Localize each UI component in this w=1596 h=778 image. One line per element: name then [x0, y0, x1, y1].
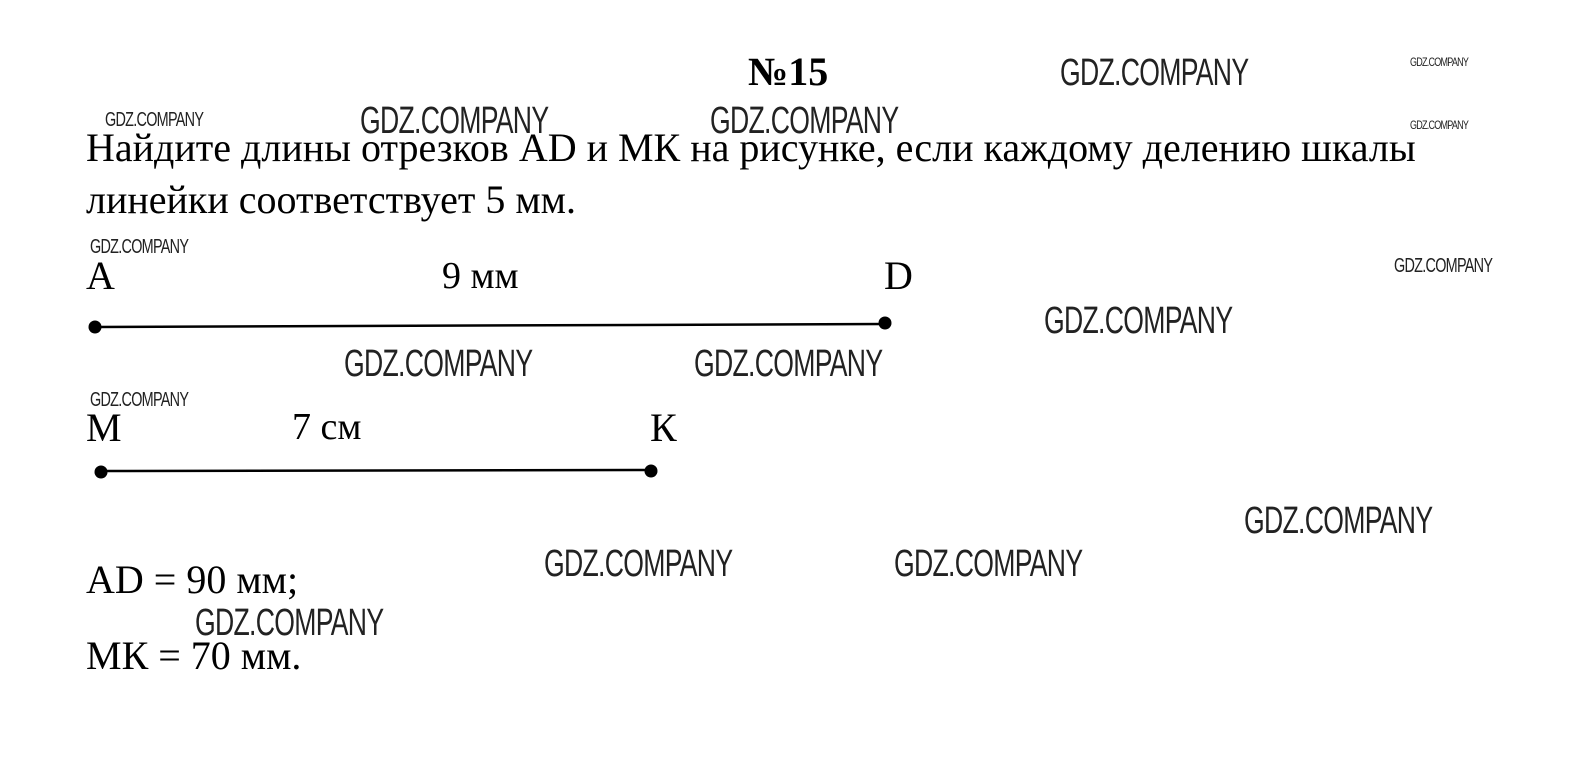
watermark: GDZ.COMPANY: [195, 602, 384, 644]
segment-mk: [94, 464, 658, 479]
problem-text-line-2: линейки соответствует 5 мм.: [86, 177, 576, 222]
segment-ad-line: [94, 322, 886, 329]
endpoint-d: [878, 316, 892, 330]
point-label-m: М: [86, 405, 122, 450]
point-label-a: A: [86, 253, 115, 298]
watermark: GDZ.COMPANY: [90, 236, 189, 258]
watermark: GDZ.COMPANY: [710, 100, 899, 142]
segment-ad: [88, 316, 892, 334]
watermark: GDZ.COMPANY: [894, 543, 1083, 585]
watermark: GDZ.COMPANY: [1060, 52, 1249, 94]
point-label-d: D: [884, 253, 913, 298]
watermark: GDZ.COMPANY: [105, 109, 204, 131]
watermark: GDZ.COMPANY: [1410, 55, 1469, 69]
answer-mk: МК = 70 мм.: [86, 633, 302, 678]
watermark: GDZ.COMPANY: [344, 343, 533, 385]
watermark: GDZ.COMPANY: [90, 389, 189, 411]
endpoint-k: [644, 464, 658, 478]
watermark: GDZ.COMPANY: [1410, 118, 1469, 132]
measure-label-mk: 7 см: [292, 406, 362, 448]
watermark: GDZ.COMPANY: [694, 343, 883, 385]
segment-mk-line: [100, 468, 652, 473]
watermark: GDZ.COMPANY: [360, 100, 549, 142]
point-label-k: К: [650, 405, 677, 450]
problem-text-line-1: Найдите длины отрезков AD и МК на рисунк…: [86, 125, 1416, 170]
watermark: GDZ.COMPANY: [1044, 300, 1233, 342]
endpoint-m: [94, 465, 108, 479]
watermark: GDZ.COMPANY: [544, 543, 733, 585]
watermark: GDZ.COMPANY: [1244, 500, 1433, 542]
endpoint-a: [88, 320, 102, 334]
measure-label-ad: 9 мм: [442, 255, 519, 297]
watermark: GDZ.COMPANY: [1394, 255, 1493, 277]
problem-number: №15: [748, 49, 829, 94]
answer-ad: AD = 90 мм;: [86, 557, 299, 602]
